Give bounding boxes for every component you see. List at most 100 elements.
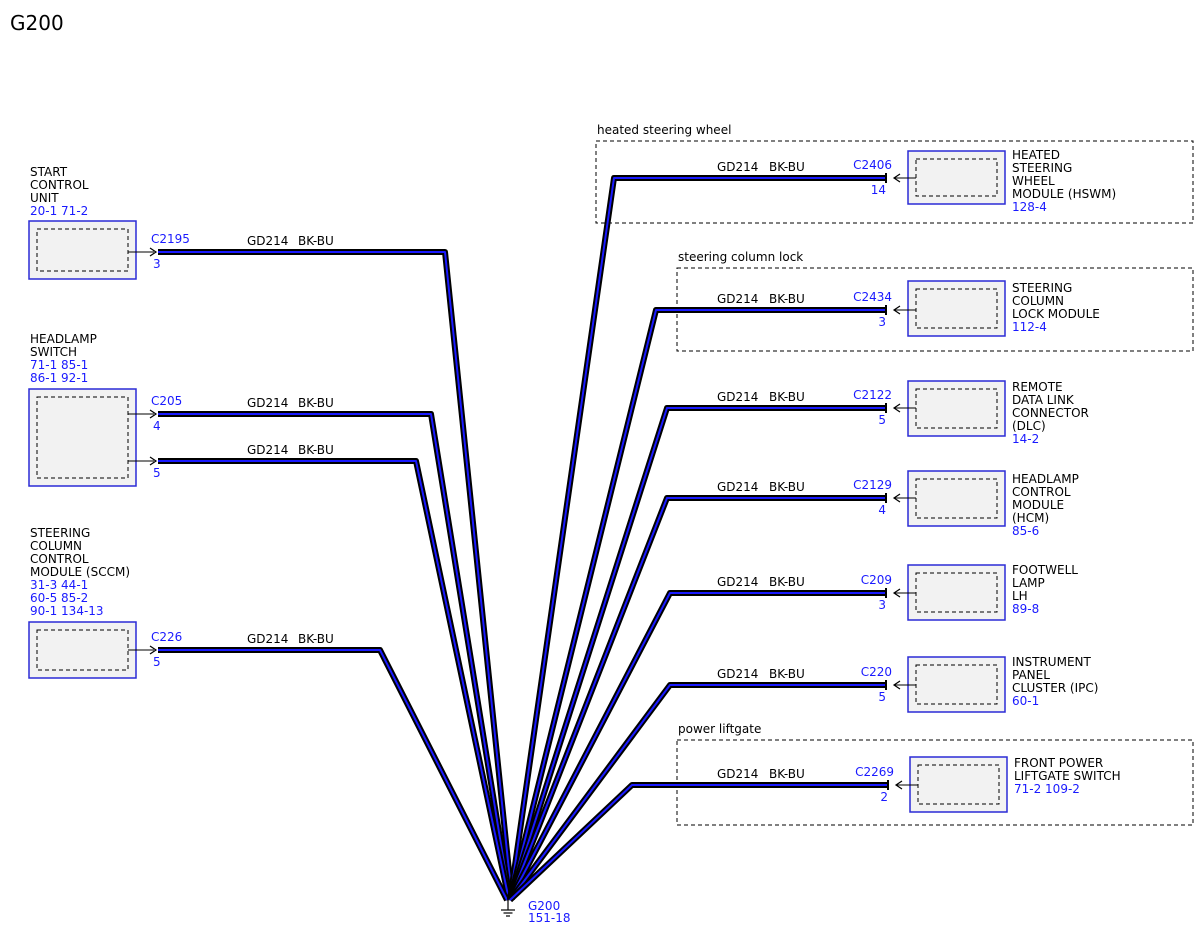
wire-color-hswm: BK-BU	[769, 160, 805, 174]
module-name-fpls: FRONT POWER	[1014, 756, 1103, 770]
module-box-fwl	[907, 564, 1006, 621]
module-name-hswm: WHEEL	[1012, 174, 1055, 188]
wire-ipc	[509, 684, 886, 901]
module-box-hls	[28, 388, 137, 487]
wire-circuit-sclm: GD214	[717, 292, 758, 306]
module-name-hswm: MODULE (HSWM)	[1012, 187, 1116, 201]
module-name-dlc: CONNECTOR	[1012, 406, 1089, 420]
module-name-ipc: PANEL	[1012, 668, 1050, 682]
page-title: G200	[10, 11, 64, 35]
module-name-fwl: LAMP	[1012, 576, 1045, 590]
connector-arrow-hcm	[892, 493, 901, 503]
pin-number-hcm: 4	[878, 503, 886, 517]
pin-number-sclm: 3	[878, 315, 886, 329]
section-label-sclm: steering column lock	[678, 250, 803, 264]
wire-fpls-outer	[507, 782, 888, 903]
module-box-dlc	[907, 380, 1006, 437]
module-ref-ipc: 60-1	[1012, 694, 1039, 708]
wire-color-ipc: BK-BU	[769, 667, 805, 681]
section-label-fpls: power liftgate	[678, 722, 761, 736]
module-name-hcm: (HCM)	[1012, 511, 1049, 525]
wire-color-hls-1: BK-BU	[298, 443, 334, 457]
module-name-sclm: COLUMN	[1012, 294, 1064, 308]
wires	[158, 175, 888, 903]
module-name-hcm: HEADLAMP	[1012, 472, 1079, 486]
module-ref-hswm: 128-4	[1012, 200, 1047, 214]
module-ref-sclm: 112-4	[1012, 320, 1047, 334]
wire-circuit-fpls: GD214	[717, 767, 758, 781]
wire-circuit-fwl: GD214	[717, 575, 758, 589]
module-ref-hls: 71-1 85-1	[30, 358, 88, 372]
connector-id-dlc: C2122	[853, 388, 892, 402]
connector-id-hswm: C2406	[853, 158, 892, 172]
module-name-dlc: REMOTE	[1012, 380, 1063, 394]
module-box-hswm	[907, 150, 1006, 205]
pin-number-hls-0: 4	[153, 419, 161, 433]
wire-fwl-outer	[507, 590, 886, 902]
pin-number-scu-0: 3	[153, 257, 161, 271]
module-name-sccm: CONTROL	[30, 552, 89, 566]
module-ref-hls: 86-1 92-1	[30, 371, 88, 385]
connector-id-sccm-0: C226	[151, 630, 182, 644]
wire-color-scu-0: BK-BU	[298, 234, 334, 248]
wire-color-hcm: BK-BU	[769, 480, 805, 494]
wire-fpls	[509, 784, 888, 901]
connector-id-fpls: C2269	[855, 765, 894, 779]
module-name-hswm: STEERING	[1012, 161, 1072, 175]
wire-color-fwl: BK-BU	[769, 575, 805, 589]
connector-arrow-fpls	[894, 780, 903, 790]
section-frame-hswm	[595, 140, 1194, 224]
connector-arrow-fwl	[892, 588, 901, 598]
module-name-fwl: FOOTWELL	[1012, 563, 1078, 577]
connector-arrow-hls-0	[149, 409, 158, 419]
module-box-sclm-inner	[915, 288, 998, 329]
wire-scu-0	[158, 251, 513, 901]
wire-circuit-hls-0: GD214	[247, 396, 288, 410]
pin-number-dlc: 5	[878, 413, 886, 427]
module-name-sccm: COLUMN	[30, 539, 82, 553]
connector-id-hcm: C2129	[853, 478, 892, 492]
wire-fwl	[509, 592, 886, 901]
module-ref-hcm: 85-6	[1012, 524, 1039, 538]
pin-number-hls-1: 5	[153, 466, 161, 480]
wire-sccm-0-outer	[158, 647, 510, 902]
ground-icon	[501, 900, 515, 917]
connector-arrow-ipc	[892, 680, 901, 690]
module-name-hcm: MODULE	[1012, 498, 1064, 512]
module-ref-scu: 20-1 71-2	[30, 204, 88, 218]
wire-color-hls-0: BK-BU	[298, 396, 334, 410]
wire-hcm	[509, 497, 886, 901]
module-box-hls-inner	[36, 396, 129, 479]
wire-circuit-hswm: GD214	[717, 160, 758, 174]
module-name-dlc: DATA LINK	[1012, 393, 1075, 407]
wire-hls-1-outer	[158, 458, 512, 901]
module-ref-sccm: 90-1 134-13	[30, 604, 104, 618]
module-name-sccm: STEERING	[30, 526, 90, 540]
module-name-ipc: INSTRUMENT	[1012, 655, 1091, 669]
connector-arrow-sclm	[892, 305, 901, 315]
module-name-scu: UNIT	[30, 191, 59, 205]
wire-sclm-outer	[507, 307, 886, 901]
connector-arrow-sccm-0	[149, 645, 158, 655]
module-box-sccm-inner	[36, 629, 129, 671]
module-box-sccm	[28, 621, 137, 679]
module-box-fpls	[909, 756, 1008, 813]
pin-number-sccm-0: 5	[153, 655, 161, 669]
module-ref-dlc: 14-2	[1012, 432, 1039, 446]
wire-hls-0	[158, 413, 511, 901]
connector-arrow-dlc	[892, 403, 901, 413]
module-box-sclm	[907, 280, 1006, 337]
wire-hls-1	[158, 460, 510, 901]
module-boxes	[28, 150, 1008, 917]
section-label-hswm: heated steering wheel	[597, 123, 731, 137]
ground-ref: 151-18	[528, 911, 571, 925]
module-name-fwl: LH	[1012, 589, 1028, 603]
wire-color-sccm-0: BK-BU	[298, 632, 334, 646]
module-name-hls: HEADLAMP	[30, 332, 97, 346]
connector-id-sclm: C2434	[853, 290, 892, 304]
wire-circuit-hcm: GD214	[717, 480, 758, 494]
connector-id-scu-0: C2195	[151, 232, 190, 246]
module-ref-sccm: 60-5 85-2	[30, 591, 88, 605]
module-name-ipc: CLUSTER (IPC)	[1012, 681, 1098, 695]
module-ref-fpls: 71-2 109-2	[1014, 782, 1080, 796]
